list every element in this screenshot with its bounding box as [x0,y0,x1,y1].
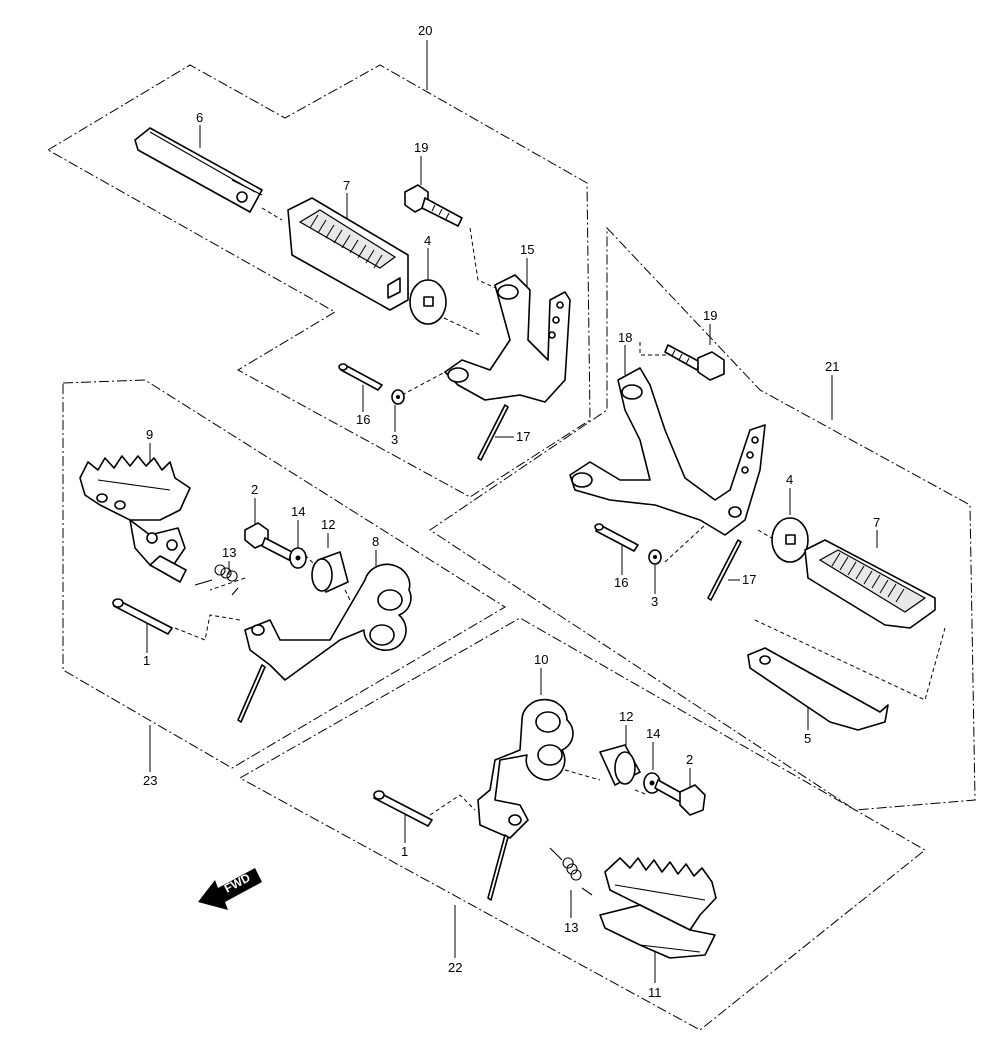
callout-7: 7 [873,515,880,530]
pin-1b [373,790,433,827]
group-outline-20 [47,64,591,498]
callout-11: 11 [648,985,662,1000]
callout-4: 4 [786,472,793,487]
callout-22: 22 [448,960,462,975]
footpeg-rubber-7a [287,197,409,311]
pin-16b [594,523,639,552]
washer-3b [648,549,662,565]
brake-lever-8 [237,563,412,723]
callout-8: 8 [372,534,379,549]
callout-5: 5 [804,731,811,746]
serrated-footpeg-11 [599,857,717,959]
callout-12: 12 [619,709,633,724]
leader-lines [146,40,878,983]
spring-13a [194,564,239,596]
callout-3: 3 [651,594,658,609]
bolt-19b [664,344,725,381]
bushing-12b [599,744,641,786]
callout-4: 4 [424,233,431,248]
group-outline-23 [62,379,506,769]
callout-21: 21 [825,359,839,374]
callout-2: 2 [251,482,258,497]
callout-15: 15 [520,242,534,257]
callout-3: 3 [391,432,398,447]
callout-7: 7 [343,178,350,193]
brake-lever-10 [477,698,574,901]
bolt-2a [244,522,293,561]
callout-16: 16 [356,412,370,427]
callout-1: 1 [401,844,408,859]
callout-20: 20 [418,23,432,38]
callout-16: 16 [614,575,628,590]
bushing-12a [311,551,349,593]
washer-3a [391,389,405,405]
footrest-bar-6 [134,127,263,213]
callout-18: 18 [618,330,632,345]
callout-13: 13 [222,545,236,560]
assembly-lines [174,207,946,816]
callout-10: 10 [534,652,548,667]
group-outline-21 [429,226,976,811]
callout-17: 17 [516,429,530,444]
callout-12: 12 [321,517,335,532]
pin-1a [112,598,173,635]
bracket-18 [569,367,766,536]
pin-16a [338,363,383,391]
callout-19: 19 [414,140,428,155]
callout-19: 19 [703,308,717,323]
cotter-pin-17b [707,539,742,601]
callout-23: 23 [143,773,157,788]
washer-14a [289,547,307,569]
callout-14: 14 [291,504,305,519]
spring-13b [549,847,593,896]
bracket-15 [444,274,571,403]
bolt-2b [654,779,706,816]
arrow-left-icon [198,868,262,910]
callout-9: 9 [146,427,153,442]
callout-6: 6 [196,110,203,125]
cotter-pin-17a [477,404,509,461]
callout-13: 13 [564,920,578,935]
washer-4a [409,279,447,325]
callout-14: 14 [646,726,660,741]
footrest-bar-5 [747,647,889,731]
callout-17: 17 [742,572,756,587]
footpeg-rubber-7b [804,539,936,629]
callout-1: 1 [143,653,150,668]
callout-labels: 20 6 19 7 4 15 16 3 17 18 19 21 4 7 16 3… [143,23,880,1000]
serrated-footpeg-9 [79,455,191,583]
callout-2: 2 [686,752,693,767]
bolt-19a [404,184,463,227]
washer-4b [771,517,809,563]
